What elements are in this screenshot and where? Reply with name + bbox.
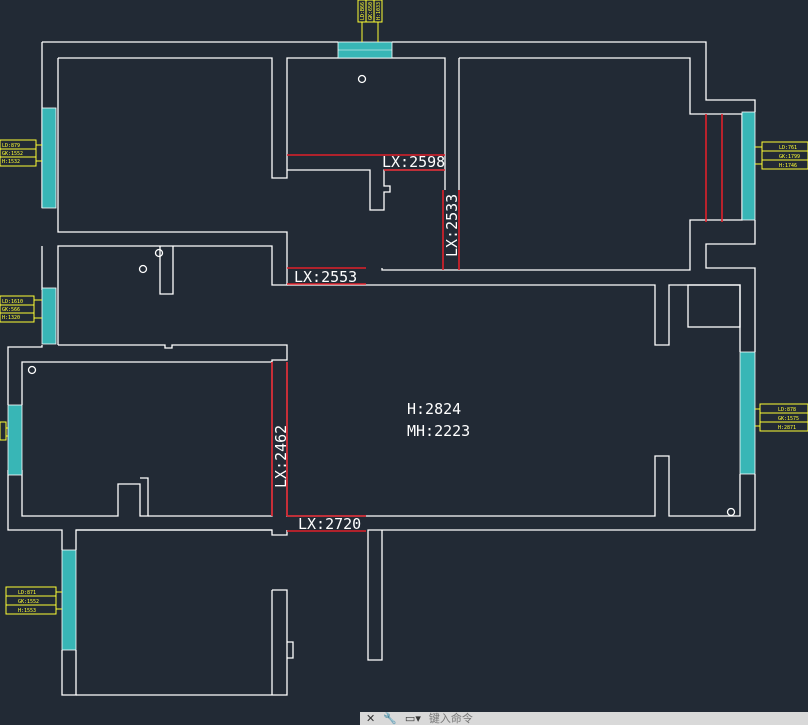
svg-text:H:1746: H:1746	[779, 163, 797, 169]
svg-text:H:1553: H:1553	[18, 608, 36, 614]
window-left-2	[41, 287, 57, 345]
close-icon[interactable]: ✕	[366, 712, 376, 725]
svg-text:LD:B66: LD:B66	[360, 2, 366, 20]
dimension-lines	[271, 114, 723, 532]
svg-text:H:1320: H:1320	[2, 315, 20, 321]
svg-text:GK:1799: GK:1799	[779, 154, 800, 160]
wrench-icon[interactable]: 🔧	[383, 712, 397, 725]
command-input[interactable]: 键入命令	[428, 712, 473, 725]
ceiling-height-label: H:2824	[407, 400, 461, 418]
svg-text:GK:1552: GK:1552	[18, 599, 39, 605]
window-right-1	[741, 111, 756, 221]
svg-text:LD:761: LD:761	[779, 145, 797, 151]
window-left-1	[41, 107, 57, 209]
svg-text:GK:1552: GK:1552	[2, 151, 23, 157]
fixtures	[27, 74, 736, 517]
window-left-4	[61, 549, 77, 651]
dim-lx-2533: LX:2533	[443, 194, 461, 257]
svg-text:H:2871: H:2871	[778, 425, 796, 431]
svg-text:H:1532: H:1532	[2, 159, 20, 165]
svg-text:LD:1610: LD:1610	[2, 299, 23, 305]
windows	[7, 41, 756, 651]
dim-lx-2598: LX:2598	[382, 153, 445, 171]
console-icon[interactable]: ▭▾	[404, 712, 421, 725]
outer-walls	[7, 41, 756, 696]
svg-text:GK:1575: GK:1575	[778, 416, 799, 422]
window-tag-left-3-stub	[0, 421, 8, 441]
window-tag-right-1: LD:761 GK:1799 H:1746	[755, 141, 808, 170]
dim-lx-2553: LX:2553	[294, 268, 357, 286]
window-tag-right-2: LD:878 GK:1575 H:2871	[755, 403, 808, 432]
window-tag-left-2: LD:1610 GK:566 H:1320	[0, 295, 42, 323]
dim-lx-2720: LX:2720	[298, 515, 361, 533]
svg-text:GK:650: GK:650	[368, 2, 374, 20]
svg-text:GK:566: GK:566	[2, 307, 20, 313]
window-tag-left-4: LD:871 GK:1552 H:1553	[5, 586, 62, 615]
svg-text:H:1033: H:1033	[376, 2, 382, 20]
min-height-label: MH:2223	[407, 422, 470, 440]
window-tag-top: LD:B66 GK:650 H:1033	[357, 0, 383, 42]
command-line-bar[interactable]: ✕ 🔧 ▭▾ 键入命令	[360, 712, 808, 725]
dim-lx-2462: LX:2462	[272, 425, 290, 488]
window-tag-left-1: LD:879 GK:1552 H:1532	[0, 139, 42, 167]
svg-text:LD:879: LD:879	[2, 143, 20, 149]
svg-text:LD:878: LD:878	[778, 407, 796, 413]
svg-text:LD:871: LD:871	[18, 590, 36, 596]
window-right-2	[739, 351, 756, 475]
window-left-3	[7, 404, 23, 476]
